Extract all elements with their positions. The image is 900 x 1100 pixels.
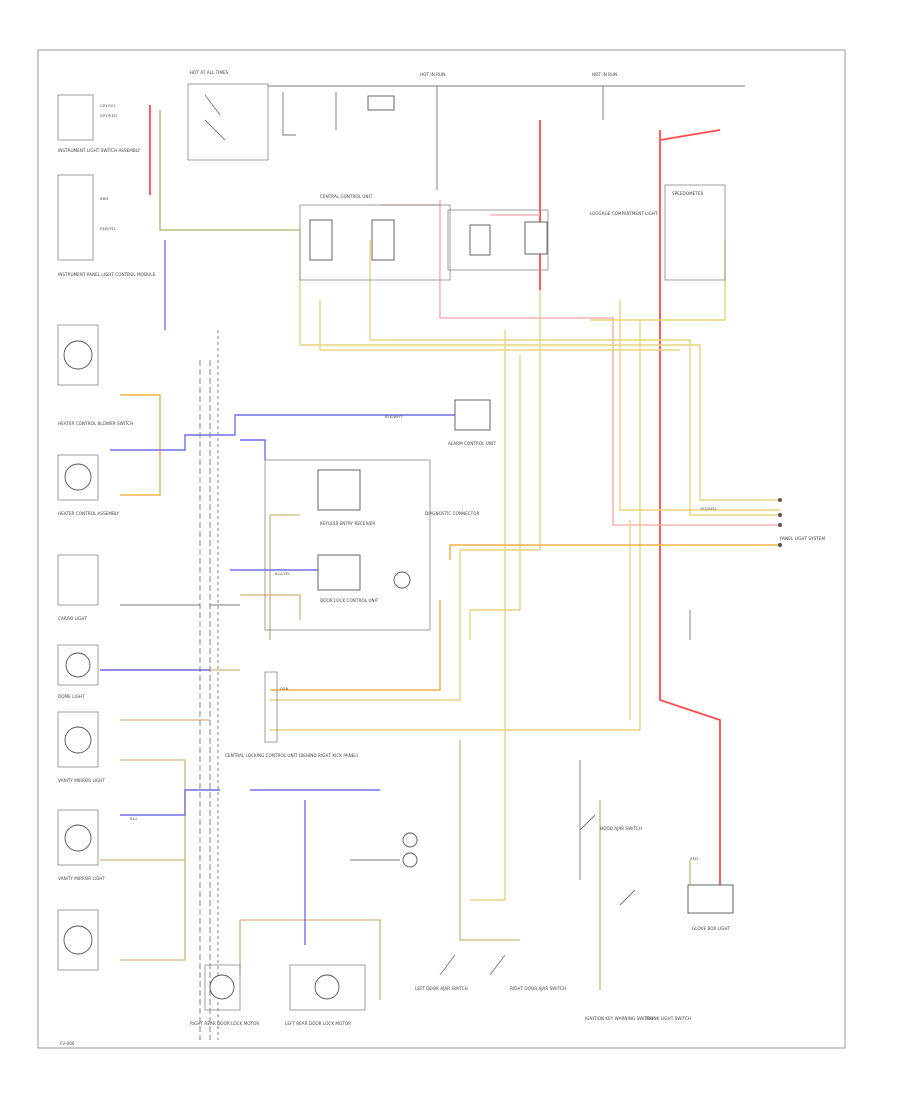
label-trunk: TRUNK LIGHT SWITCH: [644, 1016, 691, 1021]
wire-runs: [100, 105, 780, 1040]
center-modules: CENTRAL CONTROL UNIT LUGGAGE COMPARTMENT…: [225, 184, 825, 868]
label-glove-box: GLOVE BOX LIGHT: [692, 926, 730, 931]
svg-text:BRN: BRN: [100, 196, 108, 201]
label-engine-ctrl: LUGGAGE COMPARTMENT LIGHT: [590, 211, 658, 216]
label-ctrl-unit: CENTRAL CONTROL UNIT: [320, 194, 373, 199]
label-hood: HOOD AJAR SWITCH: [600, 826, 642, 831]
svg-text:RED/YEL: RED/YEL: [100, 226, 117, 231]
svg-text:GRY/RED: GRY/RED: [100, 113, 117, 118]
label-keyless: KEYLESS ENTRY RECEIVER: [320, 521, 375, 526]
label-door-motor-l: RIGHT REAR DOOR LOCK MOTOR: [190, 1021, 259, 1026]
label-central-locking: CENTRAL LOCKING CONTROL UNIT (BEHIND RIG…: [225, 753, 359, 758]
svg-text:BLK/WHT: BLK/WHT: [385, 414, 403, 419]
label-vanity-2: VANITY MIRROR LIGHT: [58, 876, 105, 881]
label-door-lock-ctrl: DOOR LOCK CONTROL UNIT: [320, 598, 379, 603]
label-diagnostic: DIAGNOSTIC CONNECTOR: [425, 511, 480, 516]
label-vanity-1: VANITY MIRROR LIGHT: [58, 778, 105, 783]
label-instrument-light: INSTRUMENT LIGHT SWITCH ASSEMBLY: [58, 148, 141, 153]
label-panel-light: PANEL LIGHT SYSTEM: [780, 536, 825, 541]
fuse-box-label-2: HOT IN RUN: [592, 72, 617, 77]
label-instrument-panel: INSTRUMENT PANEL LIGHT CONTROL MODULE: [58, 272, 156, 277]
label-dome-light: DOME LIGHT: [58, 694, 85, 699]
fuse-box-label-1: HOT IN RUN: [420, 72, 445, 77]
fuse-area: HOT IN RUN HOT IN RUN HOT AT ALL TIMES: [187, 70, 745, 190]
switch-box: [187, 83, 269, 161]
label-ignition: IGNITION KEY WARNING SWITCH: [585, 1016, 653, 1021]
label-cargo-light: CARGO LIGHT: [58, 616, 88, 621]
label-door-motor-r: LEFT REAR DOOR LOCK MOTOR: [285, 1021, 351, 1026]
svg-text:GRY/YEL: GRY/YEL: [100, 103, 117, 108]
label-luggage: SPEEDOMETER: [672, 191, 703, 196]
diagram-frame: [37, 49, 846, 1049]
svg-text:YEL/RED: YEL/RED: [700, 506, 716, 511]
label-heater-2: HEATER CONTROL ASSEMBLY: [58, 511, 120, 516]
left-components: INSTRUMENT LIGHT SWITCH ASSEMBLY INSTRUM…: [57, 94, 156, 971]
label-left-door-ajar: LEFT DOOR AJAR SWITCH: [415, 986, 468, 991]
label-alarm-unit: ALARM CONTROL UNIT: [448, 441, 496, 446]
fuse-box-label-0: HOT AT ALL TIMES: [190, 70, 229, 75]
svg-text:RED: RED: [690, 856, 698, 861]
wire-labels: GRY/YEL GRY/RED BRN RED/YEL BLK/WHT YEL/…: [100, 103, 716, 861]
label-heater-1: HEATER CONTROL BLOWER SWITCH: [58, 421, 133, 426]
svg-text:GRN: GRN: [280, 686, 289, 691]
svg-text:BLU: BLU: [130, 816, 138, 821]
bottom-components: RIGHT REAR DOOR LOCK MOTOR LEFT REAR DOO…: [60, 814, 734, 1046]
relay-box: [367, 95, 395, 111]
right-connector: [778, 498, 782, 547]
svg-text:BLU/YEL: BLU/YEL: [275, 571, 291, 576]
footer-code: FV-006: [60, 1041, 75, 1046]
label-right-door-ajar: RIGHT DOOR AJAR SWITCH: [510, 986, 566, 991]
